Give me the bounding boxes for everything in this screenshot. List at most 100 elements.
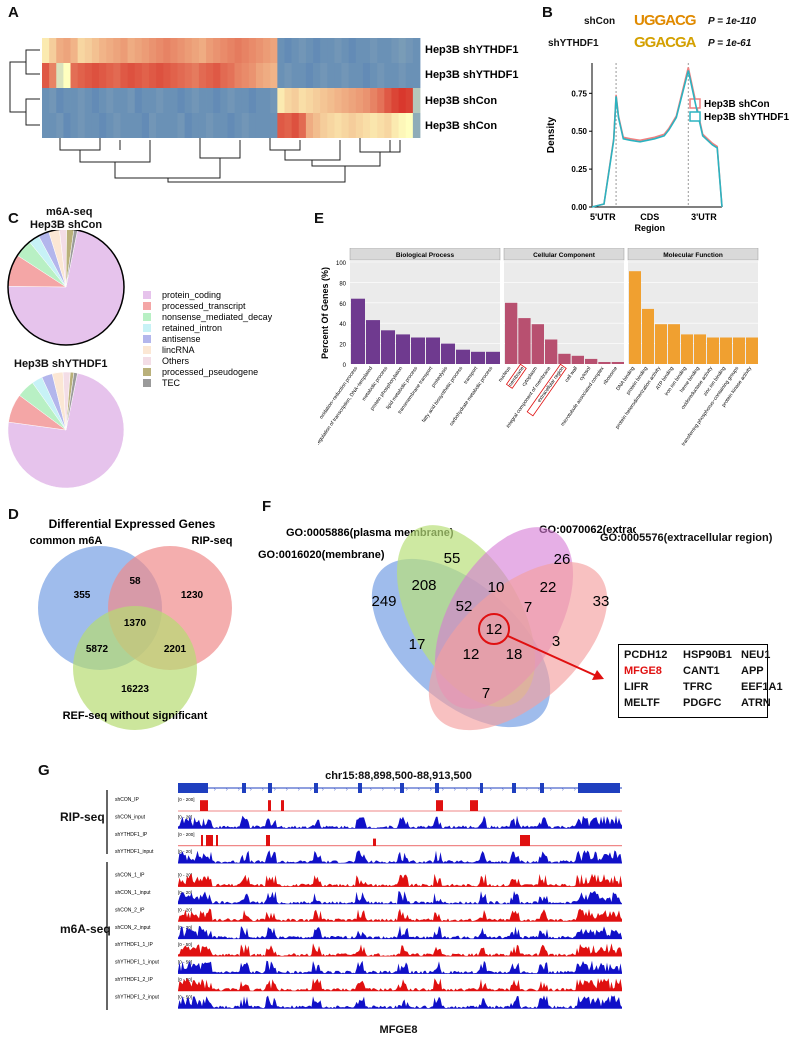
heatmap-cell (156, 38, 164, 63)
heatmap-cell (305, 113, 314, 138)
heatmap-cell (327, 113, 335, 138)
facet-title: Molecular Function (663, 252, 723, 259)
gene-name: NEU1 (741, 649, 771, 661)
legend-swatch (143, 357, 151, 365)
heatmap-cell (263, 113, 271, 138)
motif-label-shcon: shCon (584, 16, 616, 27)
heatmap-cell (263, 88, 271, 113)
track-name: shYTHDF1_input (115, 849, 154, 855)
heatmap-cell (84, 38, 93, 63)
strand-arrow-icon: › (466, 787, 468, 793)
legend-swatch (143, 291, 151, 299)
legend-label: Hep3B shYTHDF1 (704, 112, 789, 123)
heatmap-cell (405, 88, 414, 113)
legend-swatch (143, 302, 151, 310)
track-peak (206, 835, 213, 846)
venn-go-count: 249 (371, 593, 396, 610)
y-axis-label: Density (546, 117, 557, 154)
heatmap-cell (56, 113, 64, 138)
heatmap-cell (320, 63, 328, 88)
legend-swatch (143, 379, 151, 387)
heatmap-cell (127, 63, 136, 88)
venn-go-count: 55 (444, 550, 461, 567)
heatmap-cell (255, 88, 264, 113)
go-bar (707, 337, 719, 364)
track-signal (178, 891, 622, 904)
pie-slice (65, 372, 78, 431)
strand-arrow-icon: › (346, 787, 348, 793)
y-tick-label: 60 (339, 302, 346, 308)
heatmap-cell (248, 88, 257, 113)
legend-label: Others (162, 356, 190, 366)
go-bar (366, 320, 380, 364)
track-range: [0 - 20] (178, 890, 192, 895)
motif-label-shythdf1: shYTHDF1 (548, 38, 599, 49)
strand-arrow-icon: › (274, 787, 276, 793)
track-range: [0 - 50] (178, 960, 192, 965)
pie-slice (7, 372, 125, 489)
heatmap-cell (113, 38, 121, 63)
heatmap-cell (198, 38, 207, 63)
heatmap-cell (270, 88, 278, 113)
venn-count: 16223 (121, 684, 149, 695)
strand-arrow-icon: › (394, 787, 396, 793)
track-name: shYTHDF1_IP (115, 832, 148, 838)
strand-arrow-icon: › (550, 787, 552, 793)
heatmap-cell (313, 63, 321, 88)
heatmap-cell (234, 38, 243, 63)
heatmap-row-label: Hep3B shCon (425, 95, 497, 107)
exon (400, 783, 404, 793)
heatmap-cell (220, 63, 228, 88)
venn-go-count: 7 (524, 599, 532, 616)
heatmap-cell (213, 88, 221, 113)
heatmap-cell (320, 38, 328, 63)
heatmap-cell (398, 88, 407, 113)
heatmap-cell (70, 88, 79, 113)
track-range: [0 - 20] (178, 907, 192, 912)
heatmap-cell (134, 63, 143, 88)
motif-logo-shcon: UGGACG (634, 12, 696, 29)
pie-charts: protein_codingprocessed_transcriptnonsen… (7, 230, 273, 489)
venn-count: 2201 (164, 644, 187, 655)
go-bar (486, 351, 500, 364)
gene-name: HSP90B1 (683, 649, 732, 661)
heatmap-cell (49, 38, 57, 63)
heatmap-cell (120, 88, 128, 113)
go-bar (411, 337, 425, 364)
heatmap-cell (284, 63, 293, 88)
y-tick-label: 0.00 (571, 203, 587, 212)
heatmap-cell (127, 38, 136, 63)
go-bar (456, 349, 470, 364)
heatmap-cell (141, 113, 150, 138)
y-tick-label: 80 (339, 281, 346, 287)
venn-go-count: 18 (506, 646, 523, 663)
go-bar (642, 308, 654, 364)
heatmap-cell (362, 38, 371, 63)
heatmap-cell (49, 63, 57, 88)
strand-arrow-icon: › (322, 787, 324, 793)
go-bar (545, 339, 558, 364)
heatmap-cell (412, 113, 421, 138)
heatmap-cell (198, 63, 207, 88)
heatmap-cell (184, 63, 193, 88)
heatmap-cell (49, 113, 57, 138)
track-signal (178, 850, 622, 864)
legend-label: Hep3B shCon (704, 99, 770, 110)
heatmap-cell (334, 38, 342, 63)
heatmap-cell (191, 38, 200, 63)
heatmap-cell (156, 113, 164, 138)
heatmap-cell (377, 88, 385, 113)
strand-arrow-icon: › (334, 787, 336, 793)
heatmap-cell (70, 63, 79, 88)
heatmap-cell (348, 63, 357, 88)
pie-group (7, 230, 125, 489)
strand-arrow-icon: › (406, 787, 408, 793)
heatmap-cell (213, 63, 221, 88)
panel-letter-b: B (542, 4, 553, 21)
heatmap-cell (163, 38, 171, 63)
heatmap-cell (263, 63, 271, 88)
strand-arrow-icon: › (190, 787, 192, 793)
venn-go-extracellular (428, 561, 608, 731)
exon (178, 783, 208, 793)
panel-letter-d: D (8, 506, 19, 523)
